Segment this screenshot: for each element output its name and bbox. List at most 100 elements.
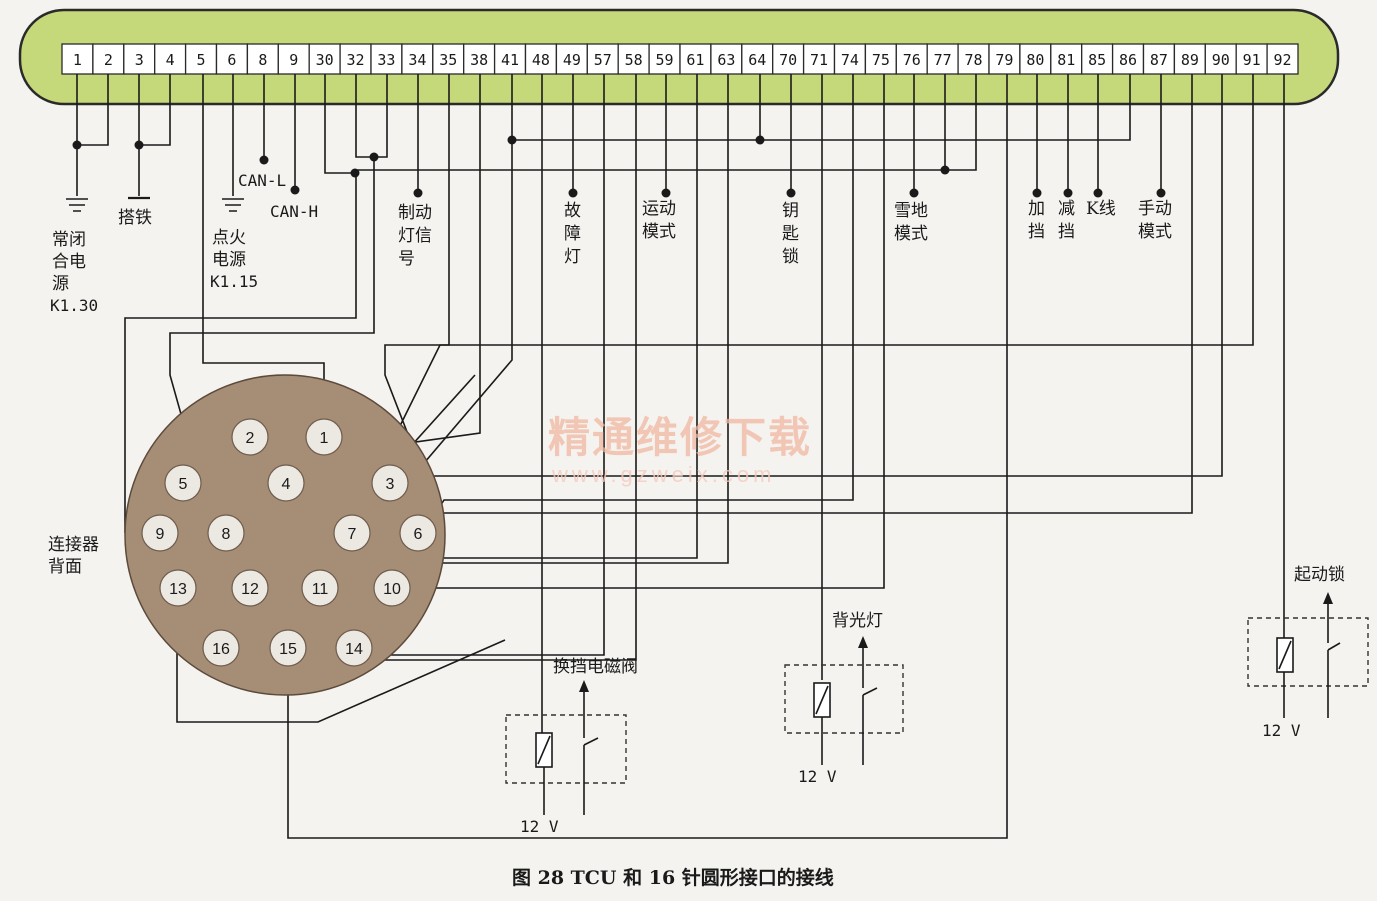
round-pin-label: 8 bbox=[222, 526, 231, 543]
label-manual-2: 模式 bbox=[1138, 222, 1172, 242]
tcu-pin-label: 34 bbox=[408, 51, 426, 69]
round-pin-2 bbox=[231, 418, 269, 456]
round-pin-label: 4 bbox=[282, 476, 291, 493]
round-pin-16 bbox=[202, 629, 240, 667]
tcu-pin-label: 5 bbox=[197, 51, 206, 69]
tcu-pin-box bbox=[463, 43, 496, 75]
label-ground: 搭铁 bbox=[118, 208, 152, 228]
label-brake-1: 制动 bbox=[398, 203, 432, 223]
round-pin-6 bbox=[399, 514, 437, 552]
round-pin-14 bbox=[335, 629, 373, 667]
tcu-pin-label: 85 bbox=[1088, 51, 1106, 69]
label-key-3: 锁 bbox=[782, 247, 799, 267]
tcu-pin-label: 76 bbox=[903, 51, 921, 69]
round-pin-label: 3 bbox=[386, 476, 395, 493]
round-pin-label: 1 bbox=[320, 430, 329, 447]
tcu-pin-label: 1 bbox=[73, 51, 82, 69]
round-pin-10 bbox=[373, 569, 411, 607]
tcu-pin-label: 30 bbox=[316, 51, 334, 69]
round-pin-label: 2 bbox=[246, 430, 255, 447]
tcu-pin-label: 78 bbox=[965, 51, 983, 69]
tcu-pin-label: 77 bbox=[934, 51, 952, 69]
tcu-pin-label: 90 bbox=[1212, 51, 1230, 69]
round-pin-label: 13 bbox=[169, 581, 187, 598]
tcu-pin-label: 71 bbox=[810, 51, 828, 69]
tcu-pin-label: 59 bbox=[656, 51, 674, 69]
tcu-pin-label: 79 bbox=[995, 51, 1013, 69]
round-pin-label: 14 bbox=[345, 641, 363, 658]
label-kline: K线 bbox=[1086, 199, 1116, 219]
round-pin-3 bbox=[371, 464, 409, 502]
label-12v-solenoid: 12 V bbox=[520, 817, 559, 836]
tcu-pin-label: 89 bbox=[1181, 51, 1199, 69]
tcu-pin-label: 9 bbox=[289, 51, 298, 69]
relay-shift-solenoid: 换挡电磁阀 12 V bbox=[505, 657, 638, 836]
tcu-pin-box bbox=[586, 43, 619, 75]
watermark-cn: 精通维修下载 bbox=[548, 413, 812, 462]
tcu-pin-box bbox=[92, 43, 125, 75]
tcu-pin-box bbox=[1173, 43, 1206, 75]
tcu-pin-box bbox=[772, 43, 805, 75]
label-can-h: CAN-H bbox=[270, 202, 318, 221]
tcu-pin-label: 6 bbox=[227, 51, 236, 69]
label-solenoid: 换挡电磁阀 bbox=[553, 657, 638, 677]
tcu-pin-label: 75 bbox=[872, 51, 890, 69]
tcu-pin-label: 74 bbox=[841, 51, 859, 69]
relay-backlight: 背光灯 12 V bbox=[784, 611, 904, 786]
tcu-pin-box bbox=[1111, 43, 1145, 75]
label-k130: K1.30 bbox=[50, 296, 98, 315]
label-sport-2: 模式 bbox=[642, 222, 676, 242]
tcu-pin-label: 33 bbox=[377, 51, 395, 69]
tcu-pin-box bbox=[524, 43, 558, 75]
tcu-pin-box bbox=[741, 43, 774, 75]
tcu-pin-box bbox=[802, 43, 836, 75]
tcu-pin-label: 70 bbox=[779, 51, 797, 69]
tcu-pin-box bbox=[710, 43, 743, 75]
tcu-pin-box bbox=[833, 43, 867, 75]
round-pin-label: 6 bbox=[414, 526, 423, 543]
label-can-l: CAN-L bbox=[238, 171, 286, 190]
tcu-pin-box bbox=[401, 43, 434, 75]
label-fault-1: 故 bbox=[564, 201, 581, 221]
label-ignition-2: 电源 bbox=[212, 250, 246, 270]
tcu-pin-label: 41 bbox=[501, 51, 519, 69]
tcu-pin-label: 58 bbox=[625, 51, 643, 69]
label-12v-backlight: 12 V bbox=[798, 767, 837, 786]
tcu-pin-box bbox=[617, 43, 650, 75]
label-key-1: 钥 bbox=[782, 201, 799, 221]
round-pin-label: 7 bbox=[348, 526, 357, 543]
tcu-pin-label: 81 bbox=[1057, 51, 1075, 69]
round-pin-1 bbox=[305, 418, 343, 456]
round-pin-label: 5 bbox=[179, 476, 188, 493]
label-down-2: 挡 bbox=[1058, 222, 1075, 242]
label-k115: K1.15 bbox=[210, 272, 258, 291]
tcu-pin-box bbox=[493, 43, 527, 75]
tcu-pin-box bbox=[215, 43, 249, 75]
label-ignition-1: 点火 bbox=[212, 228, 246, 248]
junctions bbox=[72, 135, 1166, 198]
label-normally-closed-1: 常闭 bbox=[52, 230, 86, 250]
round-pin-4 bbox=[267, 464, 305, 502]
tcu-pin-box bbox=[339, 43, 372, 75]
tcu-pin-label: 38 bbox=[470, 51, 488, 69]
tcu-pin-box bbox=[123, 43, 156, 75]
label-start-lock: 起动锁 bbox=[1294, 565, 1345, 585]
round-pin-9 bbox=[141, 514, 179, 552]
label-manual-1: 手动 bbox=[1138, 199, 1172, 219]
tcu-pin-label: 57 bbox=[594, 51, 612, 69]
tcu-pin-box bbox=[1050, 43, 1083, 75]
label-snow-1: 雪地 bbox=[894, 201, 928, 221]
relay-start-lock: 起动锁 12 V bbox=[1247, 565, 1369, 740]
tcu-pin-box bbox=[957, 43, 990, 75]
label-12v-start-lock: 12 V bbox=[1262, 721, 1301, 740]
tcu-pin-label: 32 bbox=[347, 51, 365, 69]
round-pin-7 bbox=[333, 514, 371, 552]
label-sport-1: 运动 bbox=[642, 199, 676, 219]
label-connector-back-1: 连接器 bbox=[48, 535, 99, 555]
tcu-pin-label: 63 bbox=[717, 51, 735, 69]
tcu-pin-label: 61 bbox=[686, 51, 704, 69]
